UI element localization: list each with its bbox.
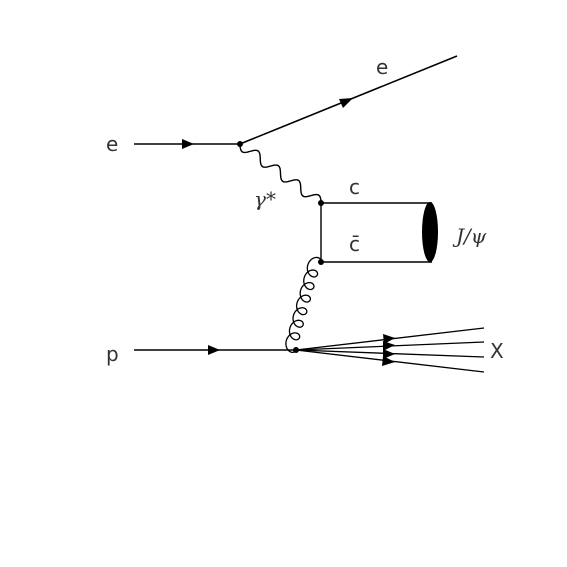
remnant-arrow-3 [383, 349, 395, 359]
remnant-arrow-1 [383, 334, 395, 344]
gluon-line [285, 256, 322, 354]
label-proton: p [106, 342, 119, 366]
remnant-arrow-2 [383, 341, 395, 351]
jpsi-blob [422, 202, 438, 262]
label-anticharm-quark: c̄ [349, 232, 360, 256]
remnant-arrows [382, 334, 395, 366]
label-meson: J/ψ [452, 224, 487, 248]
remnant-lines [295, 327, 485, 373]
label-outgoing-electron: e [376, 55, 388, 79]
label-charm-quark: c [349, 175, 360, 199]
incoming-electron-arrow [182, 139, 194, 149]
photon-vertex [318, 200, 324, 206]
remnant-arrow-4 [382, 356, 395, 366]
outgoing-electron-arrow [339, 98, 353, 108]
label-photon: γ* [254, 187, 276, 211]
label-remnant: X [490, 339, 504, 363]
photon-line [239, 143, 322, 204]
label-incoming-electron: e [106, 132, 118, 156]
proton-arrow [208, 345, 220, 355]
